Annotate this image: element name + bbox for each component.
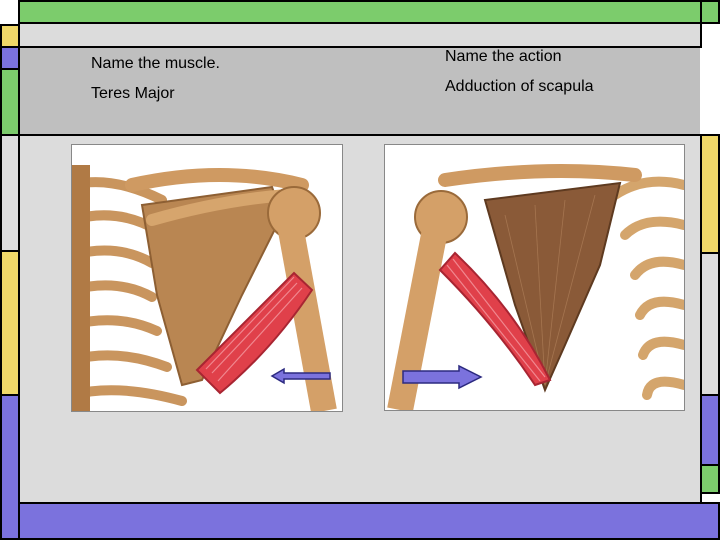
- text-band: [20, 48, 700, 134]
- scapula-anterior-illustration: [387, 164, 684, 410]
- left-purple-block-top: [0, 46, 20, 70]
- right-scapula-image: [384, 144, 685, 411]
- right-green-block: [700, 464, 720, 494]
- left-answer: Teres Major: [91, 85, 175, 102]
- bottom-purple-bar: [18, 502, 720, 540]
- top-green-bar: [18, 0, 702, 24]
- left-scapula-image: [71, 144, 343, 412]
- right-arrow-icon: [402, 364, 483, 390]
- top-grey-bar: [18, 22, 702, 48]
- left-purple-block: [0, 394, 20, 540]
- right-purple-block: [700, 394, 720, 466]
- right-answer: Adduction of scapula: [445, 78, 594, 95]
- left-grey-block: [0, 134, 20, 252]
- top-right-green-block: [700, 0, 720, 24]
- right-heading: Name the action: [445, 48, 562, 65]
- right-yellow-block: [700, 134, 720, 254]
- scapula-posterior-illustration: [72, 165, 337, 411]
- left-yellow-block-top: [0, 24, 20, 48]
- right-grey-block: [700, 252, 720, 398]
- left-green-block: [0, 68, 20, 136]
- left-heading: Name the muscle.: [91, 55, 220, 72]
- left-arrow-icon: [270, 367, 331, 385]
- left-yellow-block: [0, 250, 20, 396]
